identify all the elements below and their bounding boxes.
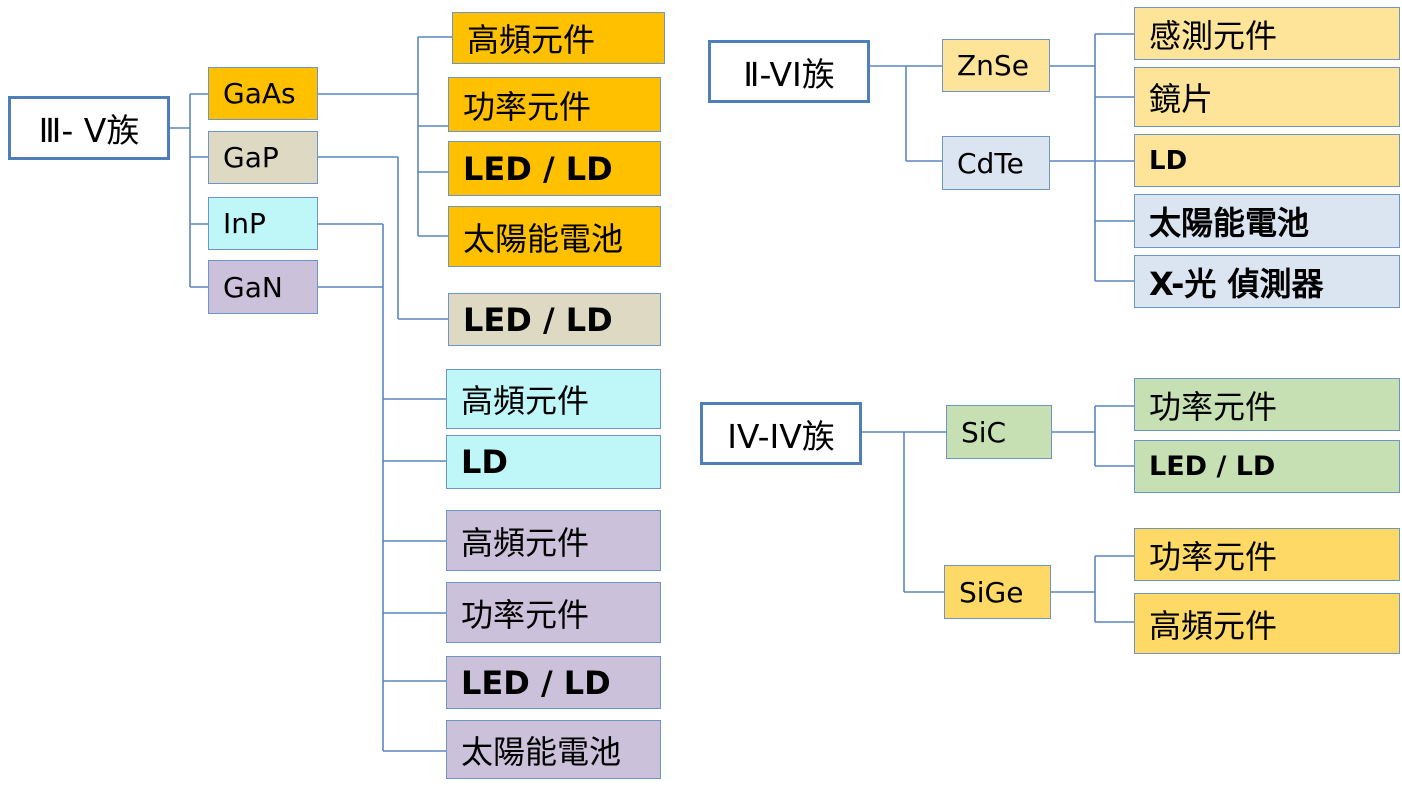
- material-inp: InP: [208, 197, 318, 250]
- material-gap: GaP: [208, 131, 318, 184]
- material-cdte: CdTe: [942, 136, 1050, 190]
- znse-app-sensor: 感測元件: [1134, 7, 1400, 60]
- sige-app-power: 功率元件: [1134, 528, 1400, 581]
- material-gaas: GaAs: [208, 67, 318, 120]
- cdte-app-solar-cell: 太陽能電池: [1134, 194, 1400, 248]
- gan-app-led-ld: LED / LD: [446, 656, 661, 709]
- material-gan: GaN: [208, 260, 318, 314]
- gan-app-power: 功率元件: [446, 582, 661, 643]
- sic-app-power: 功率元件: [1134, 378, 1400, 431]
- family-iv-iv: IV-IV族: [700, 402, 862, 465]
- cdte-app-xray-detector: X-光 偵測器: [1134, 255, 1400, 308]
- znse-app-lens: 鏡片: [1134, 67, 1400, 127]
- znse-app-ld: LD: [1134, 134, 1400, 187]
- inp-app-ld: LD: [446, 435, 661, 489]
- gan-app-solar-cell: 太陽能電池: [446, 720, 661, 779]
- material-znse: ZnSe: [942, 39, 1050, 92]
- gaas-app-solar-cell: 太陽能電池: [448, 206, 661, 267]
- gan-app-high-frequency: 高頻元件: [446, 510, 661, 571]
- gap-app-led-ld: LED / LD: [448, 293, 661, 346]
- inp-app-high-frequency: 高頻元件: [446, 369, 661, 429]
- gaas-app-led-ld: LED / LD: [448, 141, 661, 196]
- gaas-app-power: 功率元件: [448, 77, 661, 132]
- material-sige: SiGe: [944, 565, 1051, 619]
- family-ii-vi: Ⅱ-VI族: [708, 40, 870, 103]
- gaas-app-high-frequency: 高頻元件: [452, 12, 665, 64]
- family-iii-v: Ⅲ- Ⅴ族: [8, 96, 170, 160]
- sige-app-high-frequency: 高頻元件: [1134, 593, 1400, 654]
- sic-app-led-ld: LED / LD: [1134, 440, 1400, 493]
- material-sic: SiC: [946, 405, 1052, 459]
